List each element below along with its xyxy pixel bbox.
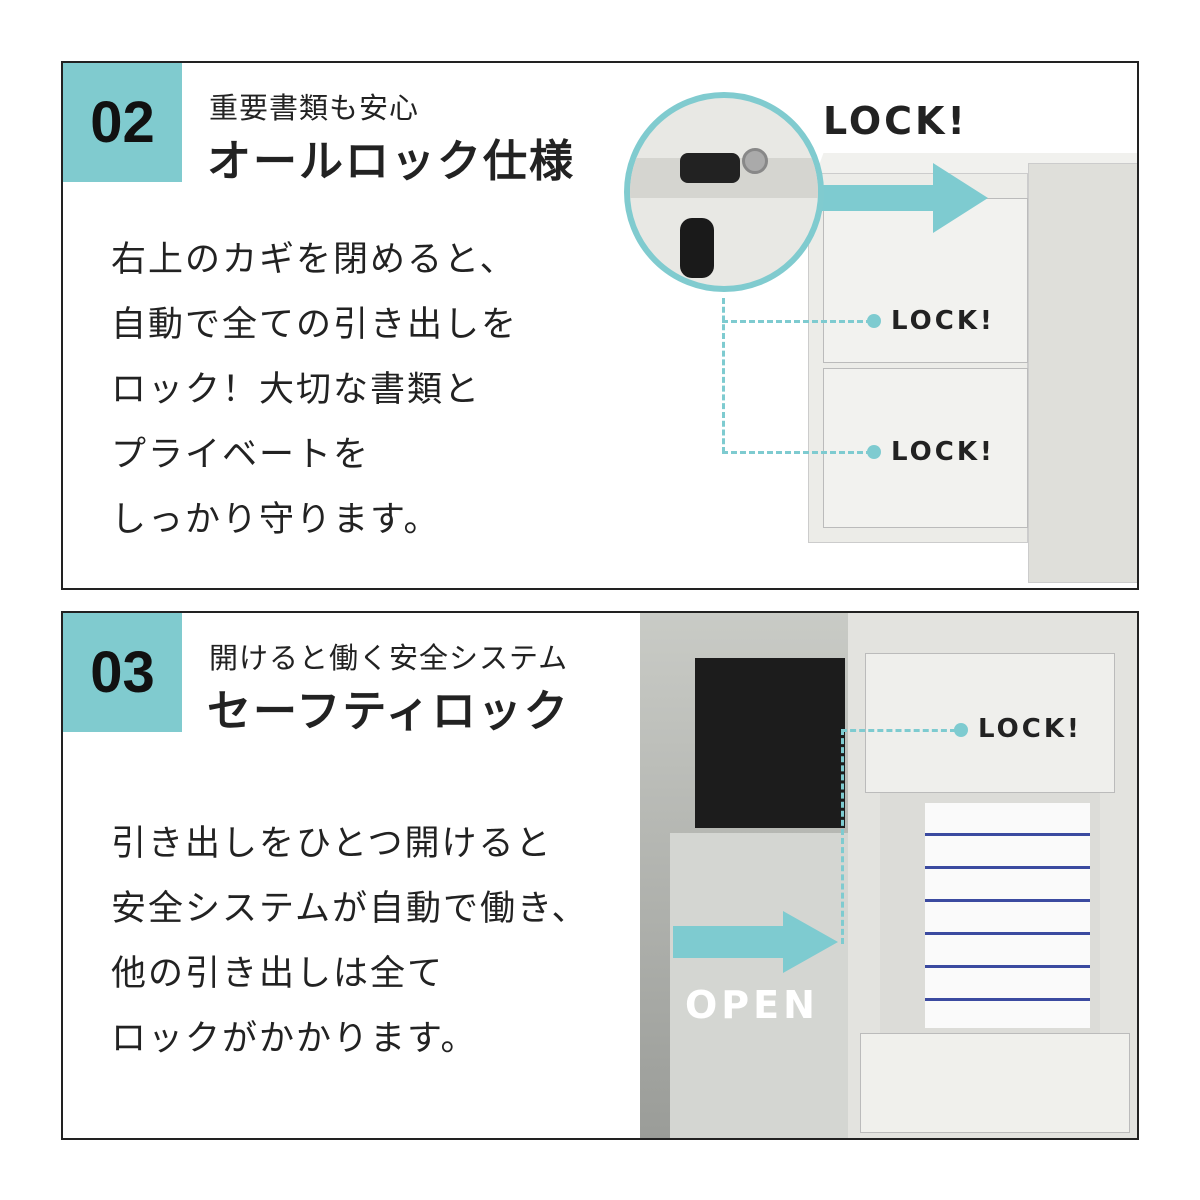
open-label: OPEN	[685, 983, 819, 1027]
dashed-line	[722, 320, 872, 323]
section-title: セーフティロック	[207, 686, 570, 737]
body-line: 右上のカギを閉めると、	[111, 240, 517, 280]
dashed-line	[722, 451, 872, 454]
dashed-line	[722, 298, 725, 453]
pointer-dot	[867, 445, 881, 459]
dashed-line	[841, 729, 844, 944]
lock-label-main: LOCK!	[823, 99, 968, 143]
lock-label-drawer: LOCK!	[891, 437, 995, 467]
arrow-icon	[818, 163, 988, 233]
body-line: ロック！大切な書類と	[111, 370, 482, 410]
section-title: オールロック仕様	[207, 136, 575, 187]
dashed-line	[841, 729, 956, 732]
pointer-dot	[954, 723, 968, 737]
all-lock-panel: 02 重要書類も安心 オールロック仕様 右上のカギを閉めると、 自動で全ての引き…	[61, 61, 1139, 590]
section-number-badge: 02	[63, 63, 182, 182]
section-number-badge: 03	[63, 613, 182, 732]
body-line: ロックがかかります。	[111, 1019, 478, 1059]
pointer-dot	[867, 314, 881, 328]
key-lock-closeup	[624, 92, 824, 292]
body-line: 他の引き出しは全て	[111, 954, 445, 994]
body-line: しっかり守ります。	[111, 500, 441, 540]
safety-lock-panel: 03 開けると働く安全システム セーフティロック 引き出しをひとつ開けると 安全…	[61, 611, 1139, 1140]
section-subtitle: 重要書類も安心	[209, 91, 420, 125]
body-line: 自動で全ての引き出しを	[111, 305, 519, 345]
open-drawer-photo	[640, 613, 1137, 1138]
body-line: 引き出しをひとつ開けると	[111, 824, 553, 864]
cabinet-image	[808, 153, 1137, 588]
body-line: 安全システムが自動で働き、	[111, 889, 589, 929]
lock-label: LOCK!	[978, 714, 1082, 744]
arrow-icon	[673, 911, 838, 973]
section-subtitle: 開けると働く安全システム	[209, 641, 569, 675]
body-line: プライベートを	[111, 435, 371, 475]
lock-label-drawer: LOCK!	[891, 306, 995, 336]
